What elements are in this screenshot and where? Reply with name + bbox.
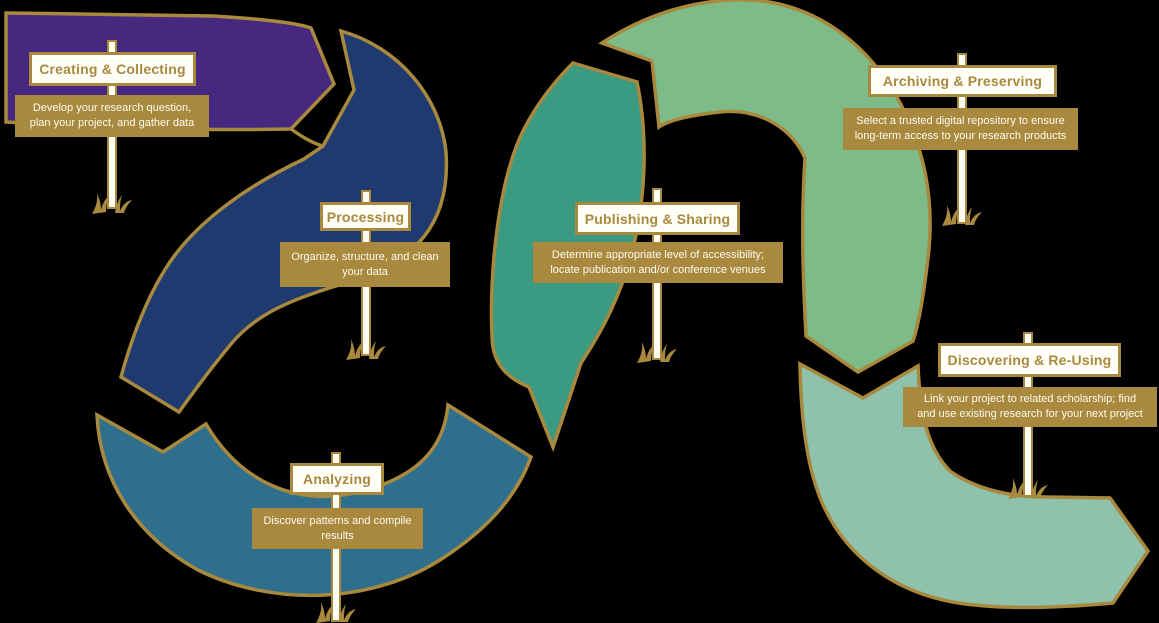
sign-desc-discovering: Link your project to related scholarship… bbox=[903, 387, 1157, 427]
desc-line: Determine appropriate level of accessibi… bbox=[551, 248, 765, 261]
desc-line: Select a trusted digital repository to e… bbox=[856, 115, 1065, 128]
ribbon-analyzing bbox=[95, 402, 534, 598]
desc-line: Develop your research question, bbox=[32, 102, 192, 115]
ribbon-connector bbox=[289, 127, 324, 148]
sign-title-label: Discovering & Re-Using bbox=[947, 352, 1112, 368]
desc-line: Organize, structure, and clean bbox=[291, 250, 439, 263]
grass-icon bbox=[346, 339, 386, 360]
sign-title-label: Publishing & Sharing bbox=[584, 210, 731, 227]
sign-title-label: Archiving & Preserving bbox=[882, 73, 1043, 89]
desc-line: locate publication and/or conference ven… bbox=[550, 263, 766, 276]
desc-line: Link your project to related scholarship… bbox=[923, 393, 1137, 406]
ribbon-discovering-reusing bbox=[798, 361, 1151, 610]
sign-title-label: Analyzing bbox=[303, 471, 371, 487]
sign-title-processing: Processing bbox=[320, 202, 411, 231]
desc-line: and use existing research for your next … bbox=[917, 408, 1143, 420]
grass-icon bbox=[1008, 478, 1048, 499]
grass-icon bbox=[316, 602, 356, 623]
desc-line: results bbox=[321, 529, 354, 542]
desc-line: plan your project, and gather data bbox=[29, 117, 195, 129]
grass-icon bbox=[942, 205, 982, 226]
desc-line: long-term access to your research produc… bbox=[854, 130, 1067, 142]
sign-title-creating: Creating & Collecting bbox=[29, 52, 196, 86]
sign-title-archiving: Archiving & Preserving bbox=[868, 65, 1057, 97]
sign-desc-analyzing: Discover patterns and compile results bbox=[252, 508, 423, 549]
desc-line: your data bbox=[342, 265, 388, 278]
desc-line: Discover patterns and compile bbox=[263, 514, 412, 527]
sign-desc-processing: Organize, structure, and clean your data bbox=[280, 242, 450, 287]
grass-icon bbox=[637, 342, 677, 363]
ribbon-processing bbox=[118, 28, 449, 415]
sign-title-publishing: Publishing & Sharing bbox=[575, 202, 740, 235]
sign-title-label: Processing bbox=[326, 208, 405, 225]
ribbon-archiving-preserving bbox=[598, 0, 932, 375]
sign-title-label: Creating & Collecting bbox=[39, 61, 186, 77]
sign-desc-publishing: Determine appropriate level of accessibi… bbox=[533, 242, 783, 283]
sign-title-discovering: Discovering & Re-Using bbox=[938, 343, 1121, 377]
grass-icon bbox=[92, 193, 132, 214]
sign-desc-creating: Develop your research question, plan you… bbox=[15, 95, 209, 137]
sign-desc-archiving: Select a trusted digital repository to e… bbox=[843, 108, 1078, 150]
sign-title-analyzing: Analyzing bbox=[290, 463, 384, 495]
